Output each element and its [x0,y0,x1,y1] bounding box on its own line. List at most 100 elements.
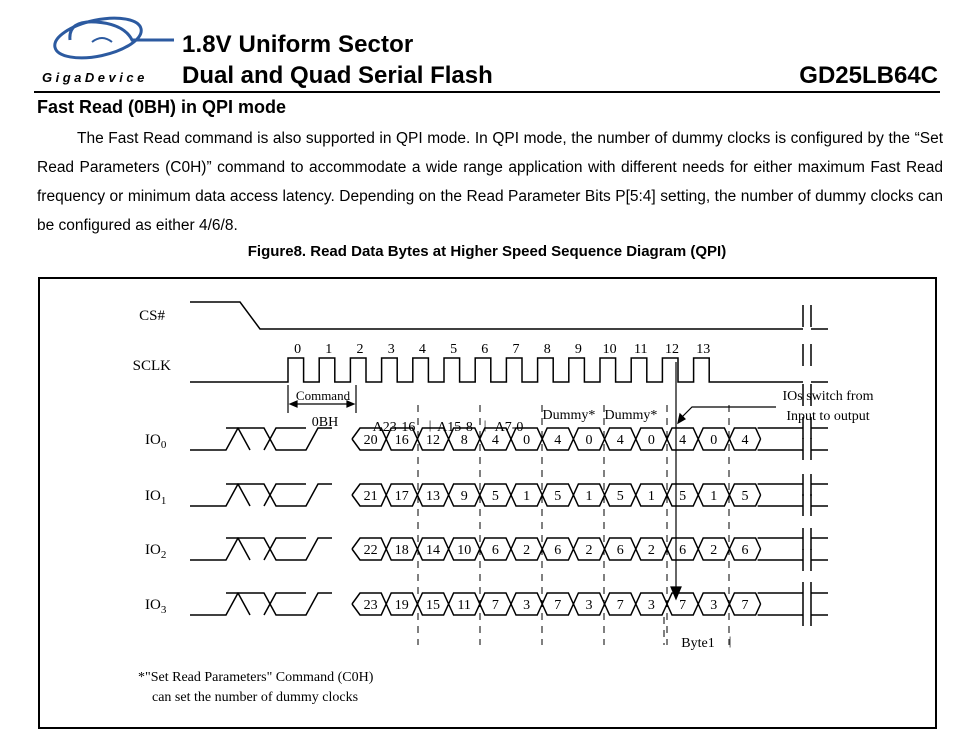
arrowhead [670,586,682,601]
byte1-label: Byte1 [681,636,714,651]
io-tail [811,592,828,616]
io-label: IO3 [145,597,167,616]
io-data-value: 22 [364,543,378,558]
io-data-value: 4 [554,433,561,448]
io-data-value: 4 [617,433,624,448]
address-label-low: A7-0 [495,420,524,435]
io-data-value: 2 [710,543,717,558]
sclk-label: SCLK [133,358,172,374]
io-data-value: 7 [492,598,499,613]
cs-waveform [190,301,803,330]
io-tail [811,427,828,451]
document-title-line-1: 1.8V Uniform Sector [182,31,414,58]
io-data-value: 3 [648,598,655,613]
io-data-value: 8 [461,433,468,448]
io-switch-arrow [679,406,776,420]
io-data-value: 9 [461,489,468,504]
part-number: GD25LB64C [799,62,938,89]
clock-number: 9 [575,342,582,357]
document-title-line-2: Dual and Quad Serial Flash [182,62,493,89]
label-separator: | [429,417,432,432]
address-label-high: A23-16 [373,420,416,435]
io-data-value: 6 [492,543,499,558]
header-rule [34,91,940,93]
clock-number: 2 [357,342,364,357]
io-switch-label-line1: IOs switch from [783,389,874,404]
label-separator: | [484,417,487,432]
io-data-value: 17 [395,489,409,504]
clock-number: 11 [634,342,647,357]
clock-number: 7 [513,342,520,357]
io-waveform [351,592,803,606]
footnote-line1: *"Set Read Parameters" Command (C0H) [138,670,374,685]
io-data-value: 5 [554,489,561,504]
io-waveform [190,483,332,507]
io-data-value: 2 [648,543,655,558]
io-data-value: 3 [710,598,717,613]
io-waveform [190,427,332,451]
io-data-value: 6 [679,543,686,558]
figure-caption: Figure8. Read Data Bytes at Higher Speed… [247,243,727,260]
io-data-value: 7 [554,598,561,613]
io-data-value: 23 [364,598,378,613]
arrowhead [288,400,298,408]
io-data-value: 5 [492,489,499,504]
label-separator: | [729,633,732,648]
io-data-value: 7 [742,598,749,613]
section-heading: Fast Read (0BH) in QPI mode [37,97,287,117]
io-data-value: 1 [523,489,530,504]
io-data-value: 21 [364,489,378,504]
io-data-value: 18 [395,543,409,558]
address-label-mid: A15-8 [437,420,473,435]
io-data-value: 6 [617,543,624,558]
io-waveform [351,437,803,451]
io-data-value: 11 [457,598,470,613]
io-data-value: 6 [554,543,561,558]
io-data-value: 1 [586,489,593,504]
io-data-value: 5 [679,489,686,504]
io-data-value: 3 [523,598,530,613]
io-data-value: 20 [364,433,378,448]
cs-label: CS# [139,308,165,324]
io-data-value: 2 [523,543,530,558]
io-label: IO2 [145,542,166,561]
io-data-value: 1 [648,489,655,504]
io-data-value: 15 [426,598,440,613]
clock-number: 4 [419,342,426,357]
io-waveform [226,483,306,507]
clock-number: 13 [696,342,710,357]
io-tail [811,483,828,507]
io-data-value: 1 [710,489,717,504]
clock-number: 0 [294,342,301,357]
io-data-value: 0 [523,433,530,448]
clock-number: 1 [325,342,332,357]
io-data-value: 2 [586,543,593,558]
io-waveform [351,427,803,441]
io-waveform [351,547,803,561]
io-waveform [226,592,306,616]
command-label: Command [296,388,351,403]
diagram-frame [38,277,937,729]
io-data-value: 10 [457,543,471,558]
io-data-value: 7 [679,598,686,613]
io-waveform [351,493,803,507]
clock-number: 6 [481,342,488,357]
io-data-value: 5 [617,489,624,504]
clock-number: 5 [450,342,457,357]
opcode-label: 0BH [312,415,338,430]
io-data-value: 19 [395,598,409,613]
footnote-line2: can set the number of dummy clocks [152,690,358,705]
clock-number: 10 [603,342,617,357]
clock-number: 8 [544,342,551,357]
io-waveform [190,592,332,616]
io-waveform [351,483,803,497]
svg-text:GigaDevice: GigaDevice [42,70,148,85]
io-data-value: 14 [426,543,440,558]
clock-number: 12 [665,342,679,357]
io-data-value: 4 [492,433,499,448]
io-tail [811,537,828,561]
io-label: IO0 [145,432,167,451]
io-waveform [190,537,332,561]
arrowhead [346,400,356,408]
